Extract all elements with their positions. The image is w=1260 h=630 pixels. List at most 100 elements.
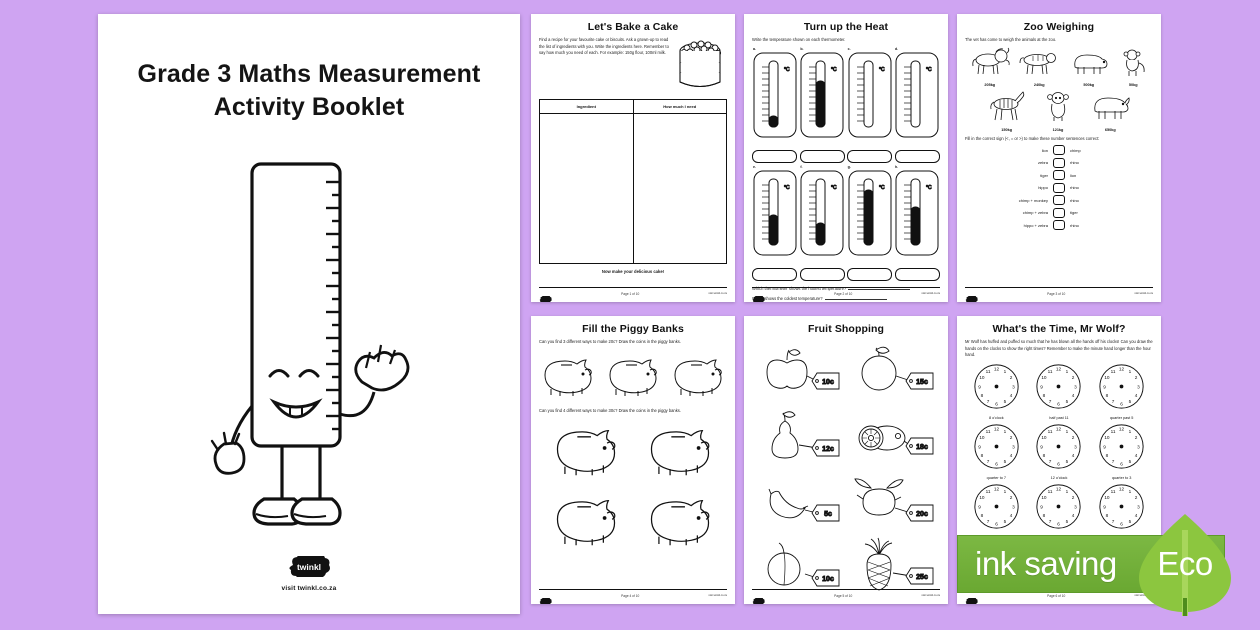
piggy-bank-icon[interactable] [669,349,727,404]
sign-input-box[interactable] [1053,170,1065,181]
svg-text:°C: °C [879,185,885,191]
thermometer-item[interactable]: c. °C [847,47,893,144]
svg-text:11: 11 [1111,369,1116,374]
svg-text:2: 2 [1010,375,1013,380]
piggy-bank-icon[interactable] [549,417,623,484]
svg-text:1: 1 [1066,369,1069,374]
number-sentence[interactable]: tiger lion [965,170,1153,181]
table-row[interactable] [539,113,727,264]
svg-text:6: 6 [1120,521,1123,526]
clock-time-label: 12 o'clock [1050,475,1068,480]
sign-input-box[interactable] [1053,157,1065,168]
price-label: 10c [822,379,834,386]
piggy-bank-icon[interactable] [604,349,662,404]
number-sentence[interactable]: lion chimp [965,145,1153,156]
svg-text:8: 8 [1043,453,1046,458]
animal-weight: 150kg [1001,127,1013,132]
svg-text:5: 5 [1129,399,1132,404]
answer-blank[interactable] [848,286,911,290]
ingredients-table[interactable]: Ingredient How much I need [539,99,727,264]
thermometer-item[interactable]: d. °C [894,47,940,144]
svg-text:2: 2 [1010,435,1013,440]
number-sentence[interactable]: chimp + zebra tiger [965,207,1153,218]
sign-input-box[interactable] [1053,182,1065,193]
price-label: 25c [916,574,928,581]
worksheet-lets-bake-a-cake[interactable]: Let's Bake a Cake Find a recipe for your… [531,14,735,302]
thermometer-row-1: a. °C b. [752,47,940,144]
animal-weight: 240kg [1033,82,1045,87]
svg-text:7: 7 [1049,519,1052,524]
svg-text:7: 7 [1049,399,1052,404]
worksheet-intro: Write the temperature shown on each ther… [752,37,846,42]
footer-url: visit twinkl.co.za [708,292,727,295]
cell-how-much[interactable] [632,113,727,264]
answer-box[interactable] [894,267,940,281]
svg-text:5: 5 [1066,399,1069,404]
worksheet-fill-the-piggy-banks[interactable]: Fill the Piggy Banks Can you find 3 diff… [531,316,735,604]
piggy-bank-icon[interactable] [549,487,623,554]
cell-ingredient[interactable] [539,113,634,264]
sign-input-box[interactable] [1053,145,1065,156]
svg-text:5: 5 [1003,459,1006,464]
animal-row-1: 205kg 240kg 500kg [965,47,1153,87]
thermometer-item[interactable]: h. °C [894,165,940,262]
sign-input-box[interactable] [1053,195,1065,206]
thermometer-label: e. [753,164,756,169]
answer-box[interactable] [847,267,893,281]
piggy-bank-icon[interactable] [643,487,717,554]
number-sentence[interactable]: hippo rhino [965,182,1153,193]
svg-text:°C: °C [831,67,837,73]
sign-input-box[interactable] [1053,220,1065,231]
twinkl-logo-small [539,290,552,302]
answer-box[interactable] [752,267,797,281]
svg-text:6: 6 [1120,401,1123,406]
svg-text:4: 4 [1135,513,1138,518]
answer-box[interactable] [894,149,940,163]
answer-box[interactable] [752,149,797,163]
worksheet-fruit-shopping[interactable]: Fruit Shopping 10c [744,316,948,604]
piggy-bank-icon[interactable] [643,417,717,484]
answer-box[interactable] [847,149,893,163]
thermometer-item[interactable]: g. °C [847,165,893,262]
rhino-icon [1094,96,1130,119]
answer-blank[interactable] [824,296,887,300]
svg-text:8: 8 [1106,453,1109,458]
number-sentence[interactable]: chimp + monkey rhino [965,195,1153,206]
svg-text:3: 3 [1012,384,1015,389]
answer-box[interactable] [799,267,845,281]
worksheet-turn-up-the-heat[interactable]: Turn up the Heat Write the temperature s… [744,14,948,302]
worksheet-whats-the-time-mr-wolf[interactable]: What's the Time, Mr Wolf? Mr Wolf has hu… [957,316,1161,604]
sign-input-box[interactable] [1053,207,1065,218]
page-number: Page 2 of 10 [834,291,853,296]
svg-text:7: 7 [987,399,990,404]
answer-box[interactable] [799,149,845,163]
thermometer-item[interactable]: b. °C [799,47,845,144]
cover-title-line1: Grade 3 Maths Measurement [137,60,481,88]
number-sentence[interactable]: zebra rhino [965,157,1153,168]
question-hottest-text: Which thermometer shows the hottest temp… [752,285,847,291]
thermometer-item[interactable]: e. °C [752,165,798,262]
worksheet-zoo-weighing[interactable]: Zoo Weighing The vet has come to weigh t… [957,14,1161,302]
svg-text:9: 9 [1041,384,1044,389]
cake-icon [673,37,727,94]
thermometer-item[interactable]: f. °C [799,165,845,262]
svg-text:twinkl: twinkl [297,562,321,572]
svg-text:4: 4 [1072,393,1075,398]
thermometer-item[interactable]: a. °C [752,47,798,144]
cover-page[interactable]: Grade 3 Maths Measurement Activity Bookl… [98,14,520,614]
piggy-bank-icon[interactable] [539,349,597,404]
number-sentence[interactable]: hippo + zebra rhino [965,220,1153,231]
twinkl-logo-small [965,592,978,604]
sentence-right: tiger [1070,210,1078,216]
price-tag: 25c [905,567,934,584]
